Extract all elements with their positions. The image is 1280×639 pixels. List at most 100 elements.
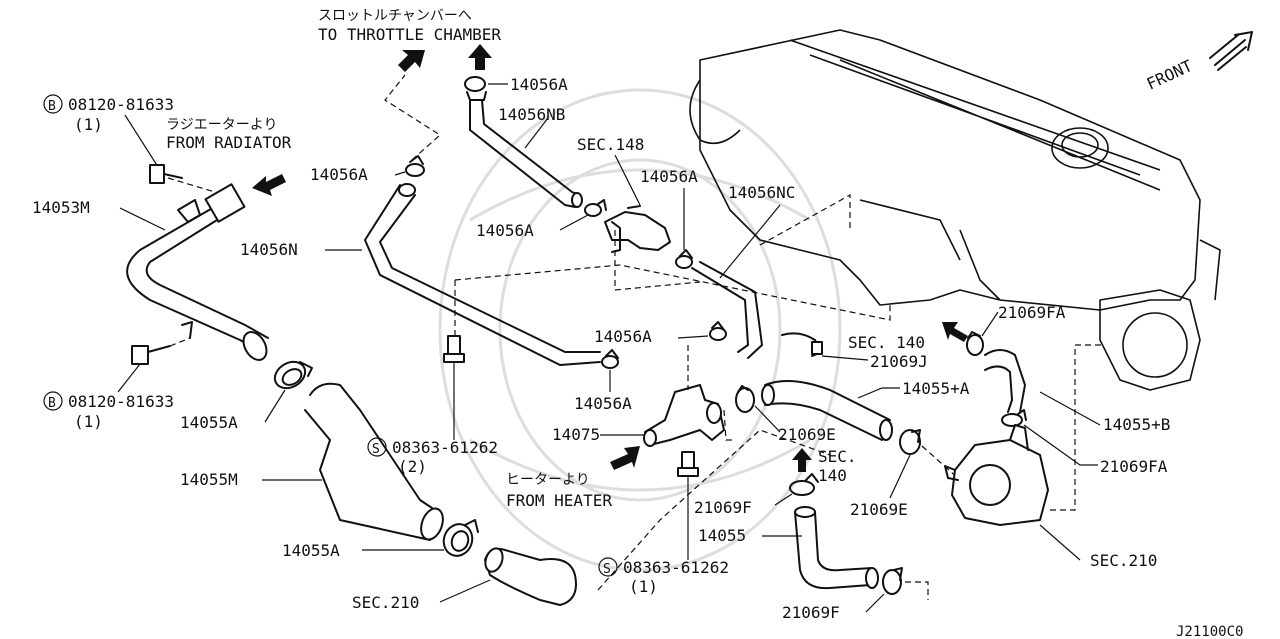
- label-14056A-top: 14056A: [510, 75, 568, 94]
- bolt-top-part-number: 08120-81633: [68, 95, 174, 114]
- screw-left-symbol: S: [372, 442, 380, 457]
- engine-block: [689, 29, 1221, 391]
- diagonal-arrow-icon: [398, 50, 425, 72]
- screw-right-part-number: 08363-61262: [623, 558, 729, 577]
- screw-left-icon: [443, 335, 465, 363]
- clamp-21069E-lower: 21069E: [850, 429, 961, 519]
- label-14055A-lower: 14055A: [282, 541, 340, 560]
- bolt-bottom-qty: (1): [74, 412, 103, 431]
- screw-left-qty: (2): [398, 457, 427, 476]
- label-sec140-b1: SEC.: [818, 447, 857, 466]
- heater-jp-label: ヒーターより: [506, 472, 590, 488]
- screw-right-symbol: S: [603, 562, 611, 577]
- heater-arrow-icon: [610, 446, 640, 470]
- label-14056A-lower-mid: 14056A: [594, 327, 652, 346]
- pipe-14053M: 14053M: [32, 183, 269, 361]
- hose-14055M: 14055M: [180, 382, 444, 541]
- label-14056A-mid-left: 14056A: [310, 165, 368, 184]
- clamp-14055A-lower: 14055A: [282, 519, 479, 560]
- label-sec148: SEC.148: [577, 135, 644, 154]
- throttle-destination: スロットルチャンバーへ TO THROTTLE CHAMBER: [318, 8, 501, 72]
- label-21069F-upper: 21069F: [694, 498, 752, 517]
- label-14056NB: 14056NB: [498, 105, 565, 124]
- clamp-14056A-lower-mid: 14056A: [594, 321, 727, 346]
- heater-destination: ヒーターより FROM HEATER: [506, 446, 640, 510]
- front-indicator: FRONT: [1144, 31, 1253, 94]
- valve-sec148: SEC.148: [577, 135, 671, 253]
- label-sec140-b2: 140: [818, 466, 847, 485]
- label-14056NC: 14056NC: [728, 183, 795, 202]
- bolt-top-qty: (1): [74, 115, 103, 134]
- dashed-leader: [384, 74, 441, 161]
- label-sec140-a: SEC. 140: [848, 333, 925, 352]
- label-21069E-lower: 21069E: [850, 500, 908, 519]
- up-arrow-icon: [468, 44, 492, 70]
- radiator-en-label: FROM RADIATOR: [166, 133, 292, 152]
- dashed-sec140-box: [454, 264, 891, 321]
- label-14055plusA: 14055+A: [902, 379, 970, 398]
- hose-14055: 14055: [698, 506, 879, 590]
- clamp-14056A-valve-left: 14056A: [476, 199, 607, 240]
- label-21069F-lower: 21069F: [782, 603, 840, 622]
- heater-en-label: FROM HEATER: [506, 491, 612, 510]
- screw-left-part-number: 08363-61262: [392, 438, 498, 457]
- throttle-jp-label: スロットルチャンバーへ: [318, 8, 472, 24]
- bolt-top-symbol: B: [48, 99, 56, 114]
- label-21069J: 21069J: [870, 352, 928, 371]
- clip-21069J: 21069J SEC. 140: [781, 332, 928, 371]
- front-label: FRONT: [1144, 56, 1196, 94]
- clamp-21069E-upper: 21069E: [735, 385, 836, 444]
- screw-right-icon: [677, 451, 699, 477]
- sec140-arrow-icon: [942, 322, 968, 342]
- label-14053M: 14053M: [32, 198, 90, 217]
- clamp-21069FA-lower: 21069FA: [1001, 409, 1168, 476]
- sec140-center: SEC. 140: [792, 447, 857, 485]
- clamp-21069F-lower: 21069F: [782, 567, 929, 622]
- label-sec210-left: SEC.210: [352, 593, 419, 612]
- label-14056A-valve-right: 14056A: [640, 167, 698, 186]
- clamp-14056A-valve-right: 14056A: [640, 167, 698, 269]
- hose-14056NC: 14056NC: [614, 183, 851, 359]
- outlet-sec210-left: SEC.210: [352, 547, 577, 612]
- left-arrow-icon: [252, 174, 286, 196]
- label-14055A-upper: 14055A: [180, 413, 238, 432]
- label-21069E-upper: 21069E: [778, 425, 836, 444]
- clamp-14055A-upper: 14055A: [180, 360, 313, 432]
- throttle-en-label: TO THROTTLE CHAMBER: [318, 25, 501, 44]
- bolt-top-callout: B 08120-81633 (1): [43, 94, 226, 196]
- bolt-bottom-part-number: 08120-81633: [68, 392, 174, 411]
- label-sec210-right: SEC.210: [1090, 551, 1157, 570]
- screw-right-callout: S 08363-61262 (1): [597, 429, 831, 596]
- pipe-14075: 14075: [552, 345, 736, 447]
- watermark: [438, 88, 842, 572]
- clamp-21069F-upper: 21069F: [694, 473, 819, 517]
- bolt-bottom-icon: [131, 345, 171, 365]
- label-14056N: 14056N: [240, 240, 298, 259]
- radiator-destination: ラジエーターより FROM RADIATOR: [166, 117, 292, 196]
- clamp-21069FA-upper: 21069FA: [942, 303, 1066, 356]
- screw-left-callout: S 08363-61262 (2): [367, 335, 498, 476]
- label-14055: 14055: [698, 526, 746, 545]
- diagram-code: J21100C0: [1176, 624, 1243, 639]
- label-14056A-valve-left: 14056A: [476, 221, 534, 240]
- up-arrow-icon-center: [792, 448, 812, 472]
- bolt-bottom-callout: B 08120-81633 (1): [43, 337, 191, 431]
- bolt-bottom-symbol: B: [48, 396, 56, 411]
- housing-sec210-right: SEC.210: [944, 344, 1157, 570]
- bolt-top-icon: [149, 164, 183, 184]
- clamp-14056A-mid-left: 14056A: [310, 155, 425, 184]
- clamp-14056A-top: 14056A: [464, 75, 568, 101]
- clamp-14056A-bottom: 14056A: [574, 349, 632, 413]
- hose-14055plusB: 14055+B: [984, 349, 1170, 434]
- hose-14055plusA: 14055+A: [761, 379, 970, 441]
- label-21069FA-upper: 21069FA: [998, 303, 1066, 322]
- hose-14056N: 14056N: [240, 183, 601, 366]
- label-14055plusB: 14055+B: [1103, 415, 1170, 434]
- hose-14056NB: 14056NB: [469, 99, 583, 208]
- screw-right-qty: (1): [629, 577, 658, 596]
- front-arrow-icon: [1214, 31, 1253, 66]
- label-14055M: 14055M: [180, 470, 238, 489]
- label-14075: 14075: [552, 425, 600, 444]
- radiator-jp-label: ラジエーターより: [166, 117, 277, 133]
